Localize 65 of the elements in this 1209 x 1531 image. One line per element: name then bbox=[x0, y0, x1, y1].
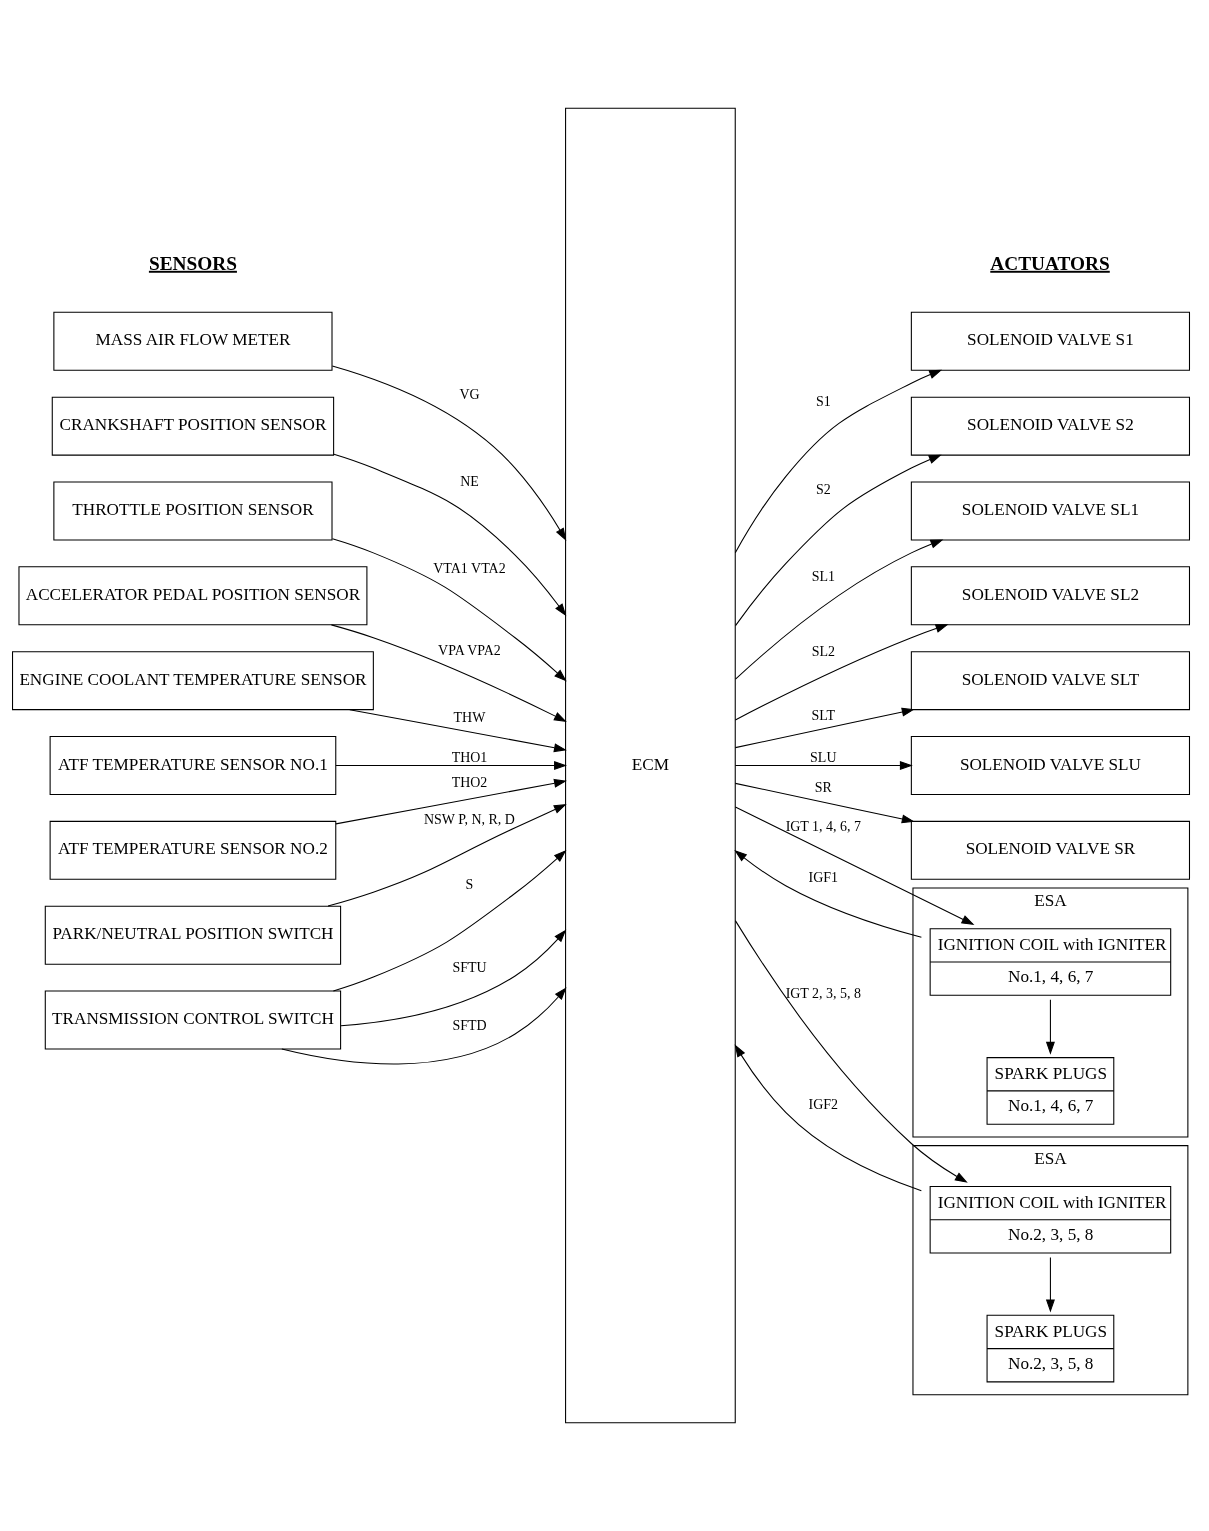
arrow bbox=[734, 624, 949, 721]
edge-label: NSW P, N, R, D bbox=[424, 811, 515, 827]
arrow bbox=[734, 369, 943, 554]
edge-label: SL1 bbox=[811, 569, 835, 585]
node-box: SOLENOID VALVE S1 bbox=[910, 311, 1191, 371]
node-box: SOLENOID VALVE SR bbox=[910, 820, 1191, 880]
edge-label: S1 bbox=[815, 394, 831, 410]
node-box: TRANSMISSION CONTROL SWITCH bbox=[44, 990, 342, 1050]
label: ACTUATORS bbox=[990, 252, 1110, 274]
edge-label: THO1 bbox=[451, 749, 488, 765]
arrow bbox=[340, 929, 567, 1027]
node-box: PARK/NEUTRAL POSITION SWITCH bbox=[44, 905, 342, 965]
edge-label: NE bbox=[460, 473, 479, 489]
node-box: SOLENOID VALVE SLU bbox=[910, 735, 1191, 796]
edge-label: SFTU bbox=[452, 960, 487, 976]
arrow bbox=[735, 539, 944, 680]
edge-label: IGT 2, 3, 5, 8 bbox=[785, 985, 861, 1001]
node-box: SOLENOID VALVE SL1 bbox=[910, 481, 1191, 541]
node-box: MASS AIR FLOW METER bbox=[53, 311, 333, 371]
edge-label: IGT 1, 4, 6, 7 bbox=[785, 819, 861, 835]
edge-label: VPA VPA2 bbox=[438, 643, 501, 659]
node-box: ATF TEMPERATURE SENSOR NO.2 bbox=[49, 820, 337, 880]
node-box: ECM bbox=[565, 107, 736, 1424]
node-box: ACCELERATOR PEDAL POSITION SENSOR bbox=[18, 566, 368, 626]
edge-label: S2 bbox=[815, 482, 831, 498]
edge-label: VTA1 VTA2 bbox=[433, 560, 506, 576]
arrow bbox=[734, 761, 913, 770]
edge-label: THW bbox=[453, 709, 486, 725]
edge-label: IGF2 bbox=[808, 1096, 839, 1112]
edge-label: SLU bbox=[810, 749, 837, 765]
arrow bbox=[734, 1044, 922, 1192]
arrow bbox=[333, 453, 567, 617]
arrow bbox=[734, 707, 915, 749]
label: SENSORS bbox=[148, 252, 237, 274]
arrow bbox=[330, 624, 567, 722]
edge-label: SLT bbox=[811, 707, 836, 723]
edge-label: IGF1 bbox=[808, 869, 839, 885]
node-box: SOLENOID VALVE SLT bbox=[910, 651, 1191, 711]
node-box: SOLENOID VALVE SL2 bbox=[910, 566, 1191, 626]
arrow bbox=[734, 782, 915, 824]
edge-label: SR bbox=[814, 779, 832, 795]
edge-label: S bbox=[465, 877, 474, 893]
edge-label: SL2 bbox=[811, 644, 835, 660]
arrow bbox=[735, 454, 942, 627]
node-box: CRANKSHAFT POSITION SENSOR bbox=[51, 396, 335, 456]
arrow bbox=[1045, 999, 1055, 1055]
arrow bbox=[327, 803, 567, 907]
arrow bbox=[1045, 1256, 1055, 1313]
node-box: THROTTLE POSITION SENSOR bbox=[53, 481, 333, 541]
arrow bbox=[734, 920, 968, 1183]
edge-label: SFTD bbox=[452, 1018, 487, 1034]
arrow bbox=[335, 761, 567, 770]
node-box: SOLENOID VALVE S2 bbox=[910, 396, 1191, 456]
arrow bbox=[331, 365, 567, 541]
edge-label: THO2 bbox=[451, 775, 488, 791]
arrow bbox=[331, 538, 567, 682]
node-box: ENGINE COOLANT TEMPERATURE SENSOR bbox=[12, 651, 374, 711]
arrow bbox=[332, 849, 567, 992]
arrow bbox=[734, 806, 975, 925]
arrow bbox=[281, 987, 567, 1065]
node-box: ATF TEMPERATURE SENSOR NO.1 bbox=[49, 735, 337, 796]
arrow bbox=[335, 778, 567, 825]
arrow bbox=[349, 709, 567, 753]
arrow bbox=[734, 849, 922, 938]
edge-label: VG bbox=[459, 386, 480, 402]
